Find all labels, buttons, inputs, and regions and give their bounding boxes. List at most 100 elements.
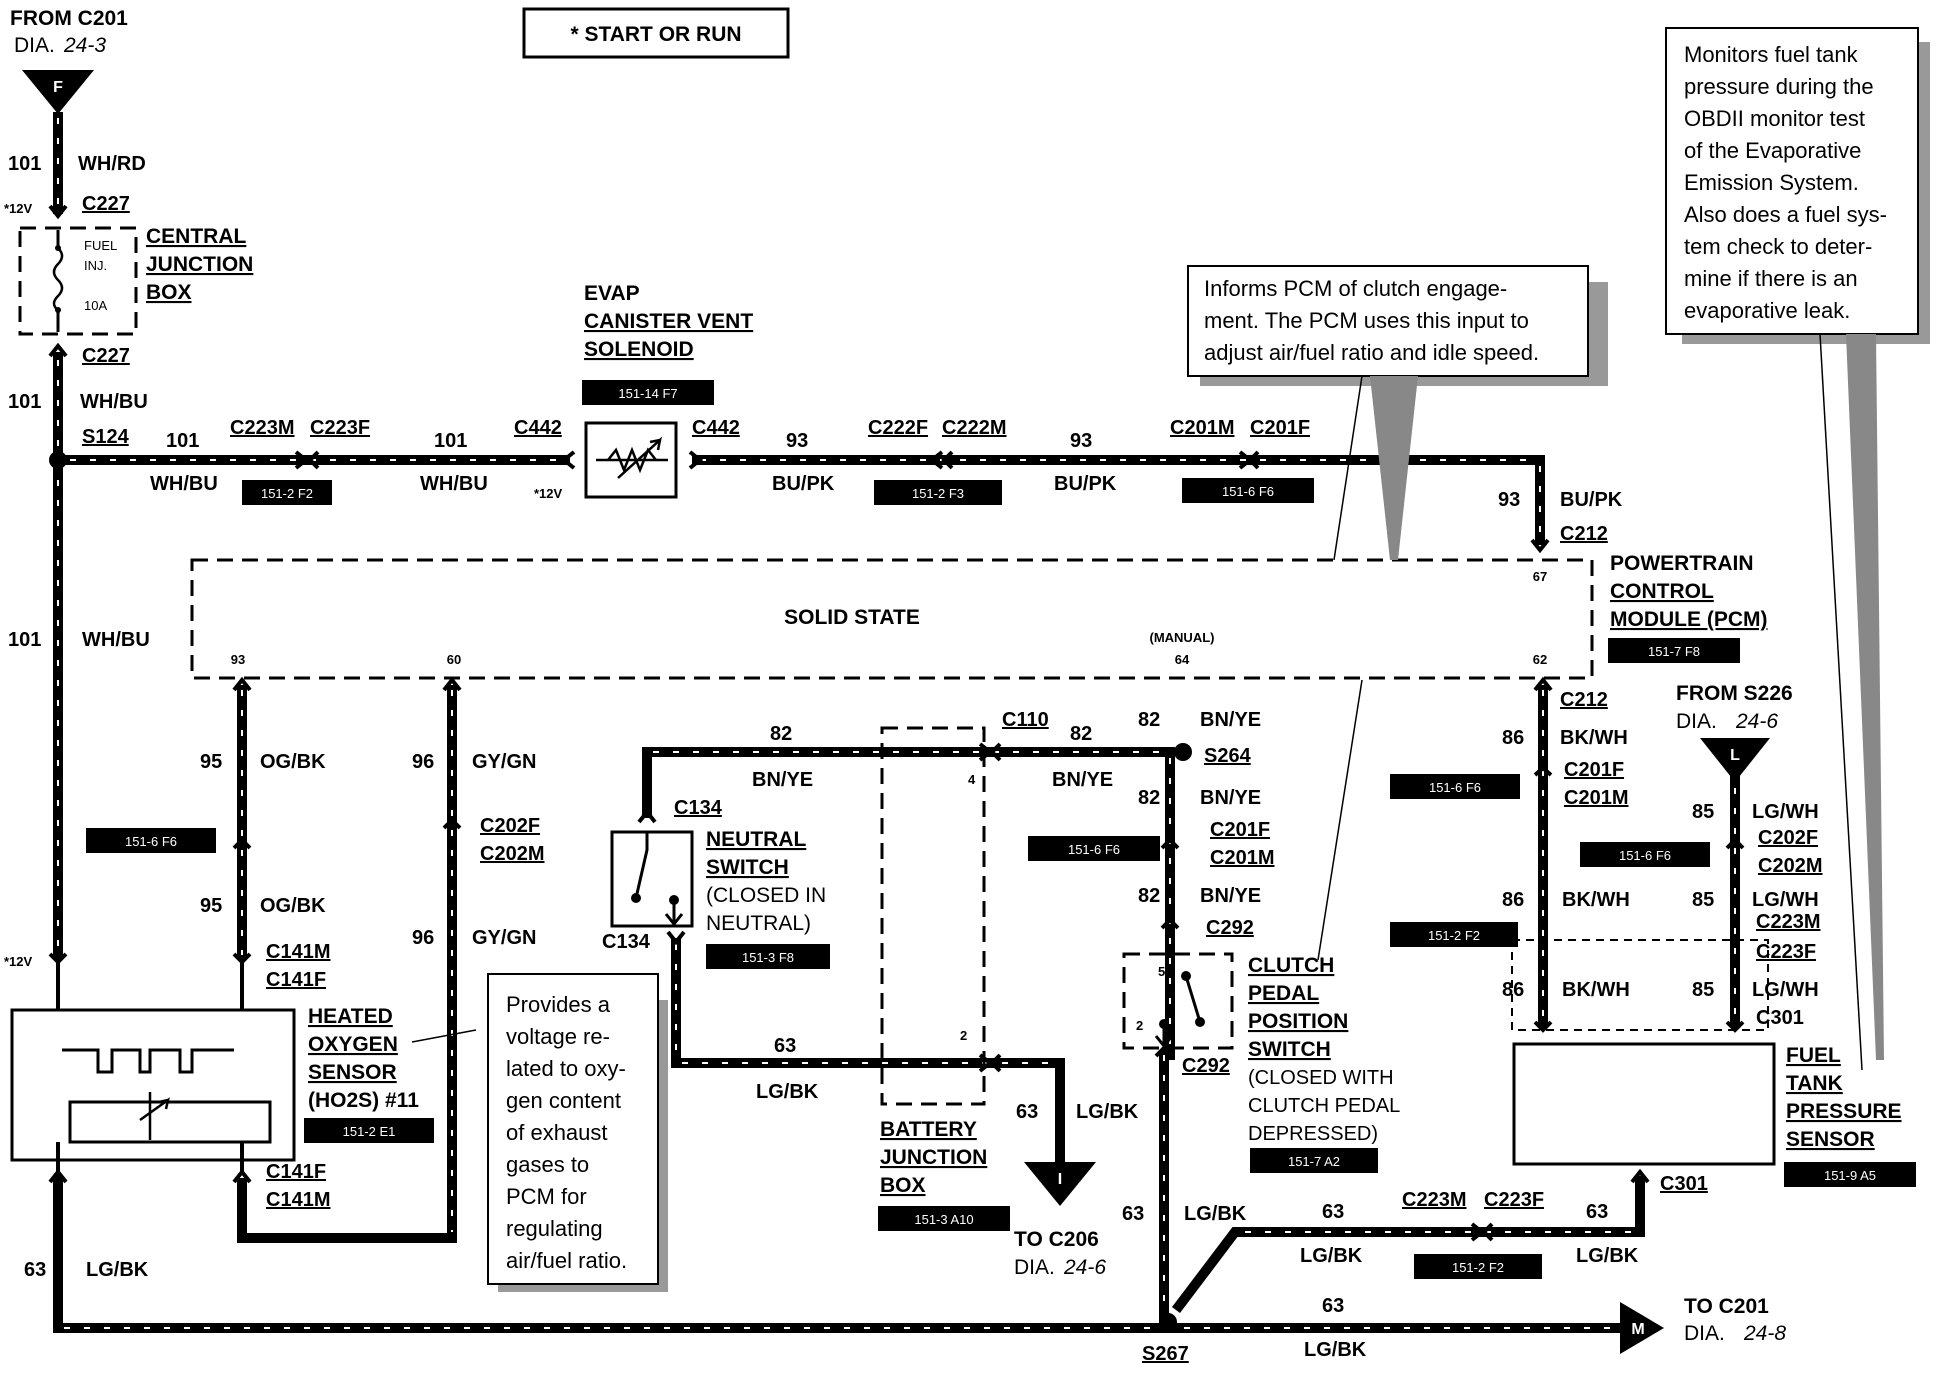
conn-c442-b: C442 xyxy=(692,417,740,439)
pin-60: 60 xyxy=(447,652,461,667)
to-c206-dia-ref: 24-6 xyxy=(1063,1256,1106,1279)
conn-c134-a: C134 xyxy=(674,797,723,819)
ftps-note-line: tem check to deter- xyxy=(1684,234,1872,259)
color-bupk-c: BU/PK xyxy=(1560,489,1623,511)
pin-64: 64 xyxy=(1175,652,1190,667)
pcm-label-3: MODULE (PCM) xyxy=(1610,608,1767,631)
circuit-82-e: 82 xyxy=(1138,885,1160,907)
color-gygn-b: GY/GN xyxy=(472,927,536,949)
ho2s-note-line: air/fuel ratio. xyxy=(506,1248,627,1273)
conn-c292-a: C292 xyxy=(1206,917,1254,939)
to-c206-dia-prefix: DIA. xyxy=(1014,1256,1055,1279)
circuit-63-f: 63 xyxy=(1586,1201,1608,1223)
ftps-note-line: mine if there is an xyxy=(1684,266,1858,291)
conn-c202f-b: C202F xyxy=(1758,827,1818,849)
color-lgwh-c: LG/WH xyxy=(1752,979,1819,1001)
v12-label-c: *12V xyxy=(4,954,33,969)
circuit-63-g: 63 xyxy=(1322,1295,1344,1317)
connector-flag-m-icon xyxy=(1620,1302,1664,1354)
ref-box-2f2-b xyxy=(1414,1254,1542,1279)
circuit-86-a: 86 xyxy=(1502,727,1524,749)
circuit-85-b: 85 xyxy=(1692,889,1714,911)
ftps-note-line: of the Evaporative xyxy=(1684,138,1861,163)
neutral-switch-body xyxy=(610,830,694,928)
flag-f-letter: F xyxy=(53,79,63,96)
color-ogbk-b: OG/BK xyxy=(260,895,326,917)
splice-s267-label: S267 xyxy=(1142,1343,1189,1365)
ref-6f6-a: 151-6 F6 xyxy=(1222,484,1274,499)
clutch-note-line: adjust air/fuel ratio and idle speed. xyxy=(1204,340,1539,365)
from-s226-dia-ref: 24-6 xyxy=(1735,710,1778,733)
color-lgwh-b: LG/WH xyxy=(1752,889,1819,911)
clutch-note-line: Informs PCM of clutch engage- xyxy=(1204,276,1507,301)
cjb-label-2: JUNCTION xyxy=(146,253,253,276)
ho2s-note-line: lated to oxy- xyxy=(506,1056,626,1081)
ref-box-bjb xyxy=(878,1206,1010,1231)
conn-c201f-b: C201F xyxy=(1210,819,1270,841)
pcm-label-1: POWERTRAIN xyxy=(1610,552,1754,575)
ref-ho2s: 151-2 E1 xyxy=(343,1124,396,1139)
circuit-96-a: 96 xyxy=(412,751,434,773)
bjb-pin-4: 4 xyxy=(968,772,976,787)
ftps-note-box xyxy=(1665,27,1919,335)
conn-c301-b: C301 xyxy=(1660,1173,1708,1195)
clutch-note-line: ment. The PCM uses this input to xyxy=(1204,308,1529,333)
circuit-96-b: 96 xyxy=(412,927,434,949)
ref-6f6-b: 151-6 F6 xyxy=(125,834,177,849)
clutch-label-5: (CLOSED WITH xyxy=(1248,1067,1394,1089)
ref-2f2-c: 151-2 F2 xyxy=(1428,928,1480,943)
circuit-63-b: 63 xyxy=(774,1035,796,1057)
central-junction-box-outline xyxy=(18,226,138,336)
connector-flag-l-icon xyxy=(1700,738,1770,782)
color-lgwh-a: LG/WH xyxy=(1752,801,1819,823)
ftps-note-line: Emission System. xyxy=(1684,170,1859,195)
connector-flag-f-icon xyxy=(22,70,94,114)
ref-box-2f2-c xyxy=(1390,922,1518,947)
neutral-label-3: (CLOSED IN xyxy=(706,884,826,907)
fuse-label-2: INJ. xyxy=(84,258,107,273)
variable-resistor-icon xyxy=(139,1092,170,1140)
ref-box-6f6-a xyxy=(1182,478,1314,503)
color-whbu-c: WH/BU xyxy=(150,473,218,495)
circuit-101-e: 101 xyxy=(434,430,467,452)
ref-box-6f6-b xyxy=(86,828,216,853)
flag-l-letter: L xyxy=(1730,747,1740,764)
ref-box-clutch xyxy=(1250,1148,1378,1173)
color-lgbk-a: LG/BK xyxy=(86,1259,149,1281)
neutral-label-4: NEUTRAL) xyxy=(706,912,811,935)
conn-c202m-a: C202M xyxy=(480,843,544,865)
splice-s124 xyxy=(49,451,67,469)
ref-6f6-c: 151-6 F6 xyxy=(1068,842,1120,857)
color-whrd: WH/RD xyxy=(78,153,146,175)
color-bnye-c: BN/YE xyxy=(1200,709,1261,731)
conn-c223f-c: C223F xyxy=(1756,941,1816,963)
neutral-label-1: NEUTRAL xyxy=(706,828,806,851)
ref-box-2f2-a xyxy=(242,480,332,505)
conn-c141m-a: C141M xyxy=(266,941,330,963)
conn-c227-a: C227 xyxy=(82,193,130,215)
circuit-63-d: 63 xyxy=(1016,1101,1038,1123)
circuit-63-e: 63 xyxy=(1322,1201,1344,1223)
bjb-label-1: BATTERY xyxy=(880,1118,977,1141)
ho2s-note-line: gases to xyxy=(506,1152,589,1177)
conn-c141f-b: C141F xyxy=(266,1161,326,1183)
color-lgbk-e: LG/BK xyxy=(1300,1245,1363,1267)
circuit-101-c: 101 xyxy=(8,629,41,651)
switch-contact-icon xyxy=(634,832,684,927)
clutch-note-box xyxy=(1187,265,1589,377)
heater-element-icon xyxy=(62,1048,234,1074)
ho2s-note-line: gen content xyxy=(506,1088,621,1113)
color-whbu-b: WH/BU xyxy=(82,629,150,651)
evap-label-3: SOLENOID xyxy=(584,338,694,361)
ref-box-2f3 xyxy=(874,480,1002,505)
ho2s-note-line: PCM for xyxy=(506,1184,587,1209)
color-ogbk-a: OG/BK xyxy=(260,751,326,773)
clutch-label-4: SWITCH xyxy=(1248,1038,1331,1061)
clutch-note-text: Informs PCM of clutch engage- ment. The … xyxy=(1204,276,1539,365)
ftps-label-1: FUEL xyxy=(1786,1044,1841,1067)
ref-box-6f6-c xyxy=(1028,836,1160,861)
conn-c201m-b: C201M xyxy=(1210,847,1274,869)
start-or-run-box xyxy=(522,7,790,59)
pin-62: 62 xyxy=(1533,652,1547,667)
circuit-82-c: 82 xyxy=(1138,709,1160,731)
